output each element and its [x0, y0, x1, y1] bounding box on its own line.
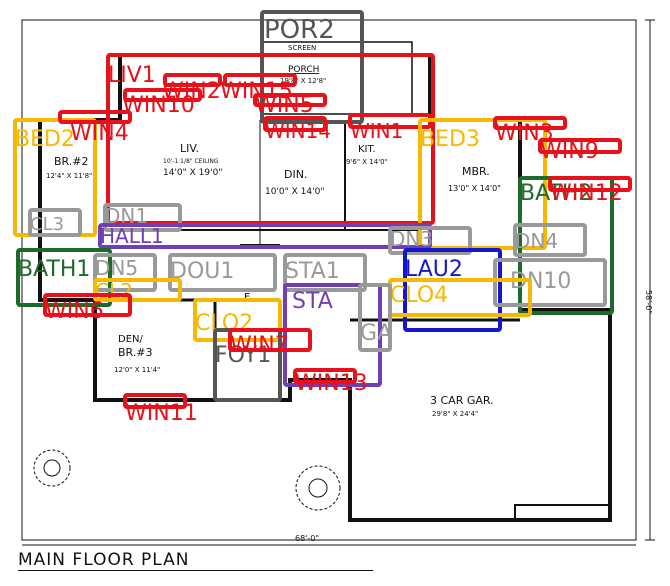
annotation-box-win2 — [163, 73, 222, 87]
dimension-width-label: 68'-0" — [295, 534, 319, 543]
annotation-box-bath1 — [16, 248, 112, 307]
annotation-box-win4 — [58, 110, 132, 124]
annotation-box-win15 — [223, 73, 297, 87]
annotation-box-dn4 — [513, 223, 587, 257]
mbr-size-label: 13'0" X 14'0" — [448, 184, 501, 193]
plan-caption: MAIN FLOOR PLAN — [18, 550, 190, 570]
dimension-depth-label: 58'-0" — [644, 290, 653, 314]
annotation-box-dn3 — [388, 226, 472, 255]
porch-label: PORCH — [288, 65, 319, 75]
annotation-box-win14 — [263, 116, 327, 132]
site-boundary — [21, 19, 637, 541]
br3-label: BR.#3 — [118, 346, 153, 359]
din-size-label: 10'0" X 14'0" — [265, 187, 324, 197]
annotation-box-win11 — [123, 393, 187, 409]
mbr-label: MBR. — [462, 165, 490, 178]
annotation-label-dn4: DN4 — [515, 229, 558, 253]
annotation-label-win11: WIN11 — [125, 401, 198, 426]
annotation-label-hall1: HALL1 — [100, 224, 164, 248]
annotation-label-win12: WIN12 — [550, 181, 623, 206]
annotation-label-sta1: STA1 — [285, 259, 340, 284]
porch-size-label: 19'8" X 12'8" — [280, 77, 326, 85]
annotation-box-por2 — [260, 10, 364, 124]
garage-door-opening — [514, 504, 611, 521]
den-label: DEN/ — [118, 334, 143, 345]
annotation-box-sta1 — [283, 253, 367, 292]
liv-ceiling-label: 10'-1 1/8" CEILING — [163, 158, 219, 165]
br2-label: BR.#2 — [54, 155, 89, 168]
br2-size-label: 12'4" X 11'8" — [46, 172, 92, 180]
annotation-label-win5: WIN5 — [255, 93, 314, 118]
entry-label: E. — [244, 292, 254, 303]
annotation-label-bed3: BED3 — [420, 127, 480, 152]
annotation-box-win3 — [493, 116, 567, 130]
annotation-box-win13 — [293, 368, 357, 384]
kit-size-label: 9'6" X 14'0" — [346, 158, 388, 166]
caption-underline — [18, 570, 373, 571]
kit-label: KIT. — [358, 144, 376, 155]
garage-size-label: 29'8" X 24'4" — [432, 410, 478, 418]
annotation-box-dn1 — [103, 203, 182, 232]
annotation-box-win5 — [253, 93, 327, 107]
annotation-label-win1: WIN1 — [350, 119, 403, 143]
porch-screen-label: SCREEN — [288, 44, 316, 52]
annotation-label-dn3: DN3 — [390, 227, 433, 251]
annotation-box-cl2 — [93, 278, 182, 302]
annotation-label-por2: POR2 — [264, 15, 335, 45]
annotation-box-win6 — [43, 293, 132, 317]
annotation-label-bed2: BED2 — [15, 127, 75, 152]
annotation-label-foy1: FOY1 — [215, 343, 271, 368]
annotation-label-bath2: BATH2 — [520, 181, 592, 206]
annotation-label-sta: STA — [292, 289, 333, 314]
annotation-label-cl2: CL2 — [95, 279, 133, 303]
br3-size-label: 12'0" X 11'4" — [114, 366, 160, 374]
annotation-box-cl3 — [28, 208, 82, 237]
annotation-label-win9: WIN9 — [540, 139, 599, 164]
annotation-box-sta — [283, 283, 382, 387]
liv-label: LIV. — [180, 142, 199, 155]
annotation-box-clo2 — [193, 298, 282, 342]
annotation-label-ga: GA — [360, 321, 392, 346]
annotation-label-win14: WIN14 — [265, 119, 331, 143]
garage-label: 3 CAR GAR. — [430, 394, 494, 407]
annotation-box-win12 — [548, 176, 632, 192]
annotation-label-win4: WIN4 — [70, 121, 129, 146]
annotation-box-ga — [358, 283, 392, 352]
annotation-label-clo4: CLO4 — [390, 283, 448, 308]
annotation-label-bath1: BATH1 — [18, 257, 90, 282]
annotation-label-win13: WIN13 — [295, 371, 368, 396]
annotation-label-lau2: LAU2 — [405, 257, 463, 282]
annotation-label-liv1: LIV1 — [108, 63, 156, 88]
annotation-label-win10: WIN10 — [122, 93, 195, 118]
annotation-box-win9 — [538, 138, 622, 154]
liv-size-label: 14'0" X 19'0" — [163, 168, 222, 178]
annotation-label-dn5: DN5 — [95, 256, 138, 280]
annotation-box-win10 — [123, 88, 202, 102]
tree-symbol — [33, 449, 71, 487]
annotation-box-hall1 — [98, 223, 432, 249]
annotation-box-dn5 — [93, 253, 157, 292]
annotation-box-dou1 — [168, 253, 277, 292]
annotation-box-dn10 — [493, 258, 607, 307]
annotation-label-win7: WIN7 — [230, 333, 289, 358]
annotation-box-lau2 — [403, 248, 502, 332]
din-label: DIN. — [284, 168, 307, 181]
annotation-label-win6: WIN6 — [45, 299, 104, 324]
annotation-label-cl3: CL3 — [30, 214, 64, 235]
tree-symbol — [295, 465, 341, 511]
annotation-box-win7 — [228, 328, 312, 352]
